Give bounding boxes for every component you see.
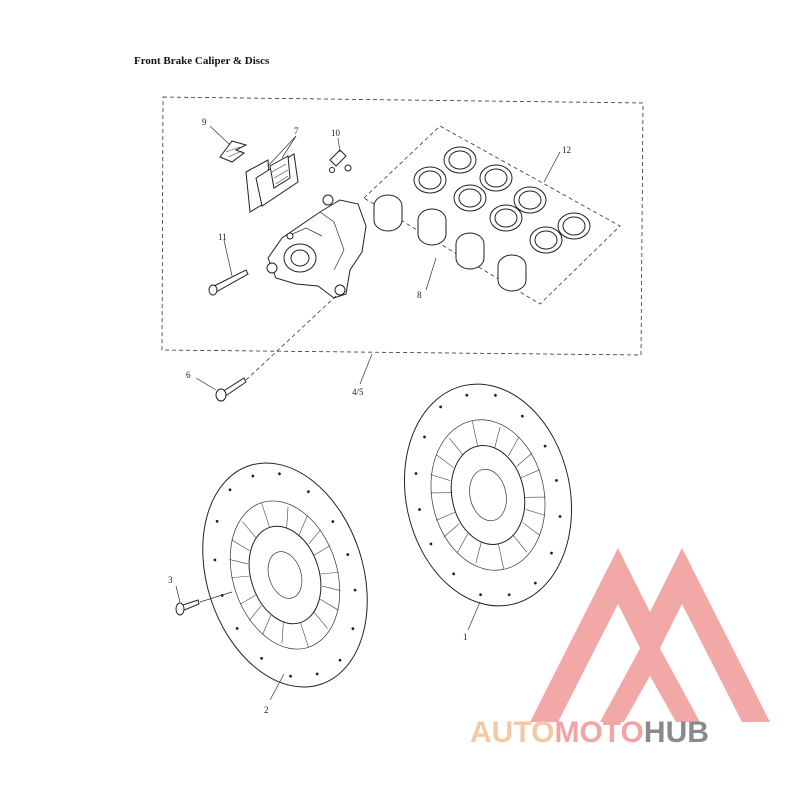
caliper-assembly-boundary	[161, 96, 644, 356]
callout-2: 2	[264, 705, 269, 715]
pistons-part-8	[373, 194, 527, 292]
callout-12: 12	[562, 145, 571, 155]
pad-pin-part-11	[208, 269, 249, 296]
disc-bolt-part-3	[175, 599, 200, 616]
callout-1: 1	[463, 632, 468, 642]
pistons-group-boundary	[363, 125, 621, 305]
bleed-nipple-part-10	[329, 149, 352, 173]
callout-3: 3	[168, 575, 173, 585]
watermark-auto: AUTO	[470, 716, 555, 749]
seals-part-12	[413, 146, 591, 254]
callout-8: 8	[417, 290, 422, 300]
callout-4-5: 4/5	[352, 387, 364, 397]
watermark-logo-icon	[530, 548, 770, 722]
callout-9: 9	[202, 117, 207, 127]
watermark-moto: MOTO	[554, 716, 644, 749]
page-title: Front Brake Caliper & Discs	[134, 55, 270, 67]
callout-10: 10	[331, 128, 341, 138]
caliper-body	[266, 194, 367, 299]
watermark-text: AUTOMOTOHUB	[470, 718, 709, 748]
callout-7: 7	[294, 126, 299, 136]
watermark-hub: HUB	[643, 716, 709, 749]
pad-clip-part-9	[219, 140, 248, 163]
mounting-bolt-part-6	[215, 377, 247, 402]
brake-disc-part-1	[403, 383, 573, 607]
brake-disc-part-2	[202, 462, 368, 688]
callout-6: 6	[186, 370, 191, 380]
callout-11: 11	[218, 232, 227, 242]
brake-pads-part-7	[245, 153, 299, 213]
